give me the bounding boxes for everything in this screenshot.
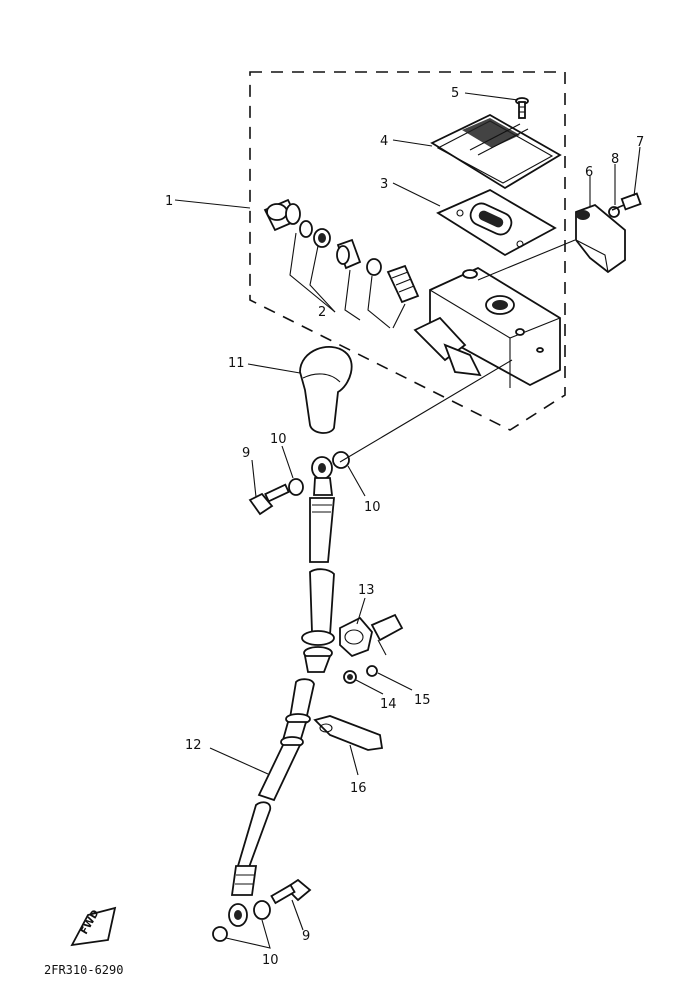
part-7-bolt xyxy=(611,192,642,211)
callout-2: 2 xyxy=(318,305,326,320)
part-11-rubber-boot xyxy=(299,346,353,434)
part-3-diaphragm xyxy=(436,188,557,257)
master-cylinder-body xyxy=(413,266,561,388)
brake-hose-upper xyxy=(309,456,335,563)
part-16-bracket xyxy=(313,715,384,751)
brake-hose-lower xyxy=(228,678,315,927)
part-14-screw xyxy=(343,670,357,684)
callout-4: 4 xyxy=(380,134,388,149)
part-15-washer xyxy=(366,665,378,677)
diagram-code: 2FR310-6290 xyxy=(44,963,123,977)
callout-7: 7 xyxy=(636,135,644,150)
callout-13: 13 xyxy=(358,583,375,598)
callout-11: 11 xyxy=(228,356,245,371)
part-2-piston-kit xyxy=(263,198,420,329)
callout-8: 8 xyxy=(611,152,619,167)
callout-10-top: 10 xyxy=(270,432,287,447)
callout-16: 16 xyxy=(350,781,367,796)
part-10-washer-bottom xyxy=(212,900,271,942)
callout-1: 1 xyxy=(165,194,173,209)
assembly-boundary xyxy=(249,71,566,431)
callout-5: 5 xyxy=(451,86,459,101)
callout-15: 15 xyxy=(414,693,431,708)
callout-10-right: 10 xyxy=(364,500,381,515)
part-8-washer xyxy=(608,206,620,218)
callout-14: 14 xyxy=(380,697,397,712)
part-9-banjo-bolt-top xyxy=(248,483,290,516)
callout-6: 6 xyxy=(585,165,593,180)
callout-10-bottom: 10 xyxy=(262,953,279,968)
callout-12: 12 xyxy=(185,738,202,753)
part-10-washer-top xyxy=(288,451,350,496)
callout-3: 3 xyxy=(380,177,388,192)
callout-9-top: 9 xyxy=(242,446,250,461)
part-4-reservoir-cap xyxy=(430,113,562,190)
brake-hose-middle xyxy=(301,568,335,673)
leader-lines xyxy=(174,92,641,949)
part-13-hose-clamp xyxy=(339,613,404,658)
fwd-arrow-icon: FWD xyxy=(70,906,117,947)
part-6-clamp xyxy=(575,203,626,274)
part-5-screw xyxy=(515,97,529,119)
callout-9-bottom: 9 xyxy=(302,929,310,944)
part-9-banjo-bolt-bottom xyxy=(270,878,312,905)
